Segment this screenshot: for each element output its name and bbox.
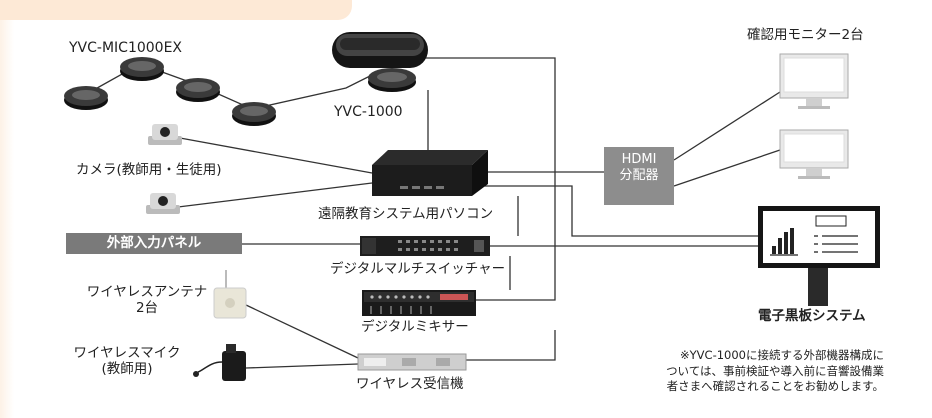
wire-hdmi-monitor1 [673,91,781,161]
antenna-label-line1: ワイヤレスアンテナ [86,284,208,300]
yvc1000-mic-icon [368,68,416,92]
mic-puck-icon [176,78,220,102]
switcher-label: デジタルマルチスイッチャー [330,261,506,277]
pc-label: 遠隔教育システム用パソコン [318,206,494,222]
wireless-mic-icon [193,344,246,381]
camera-icon [146,193,180,214]
mic-puck-icon [120,57,164,81]
wire-mic-receiver [245,363,359,369]
monitor-icon [779,53,849,109]
mixer-icon [362,290,476,316]
footnote-line1: ※YVC-1000に接続する外部機器構成に [680,348,884,362]
monitor-icon [779,129,849,179]
footnote-line2: ついては、事前検証や導入前に音響設備業 [666,363,884,378]
whiteboard-icon [758,206,880,306]
mic-puck-icon [232,102,276,126]
receiver-icon [357,353,467,371]
yvc1000-label: YVC-1000 [334,104,403,120]
monitors-label: 確認用モニター2台 [747,27,864,43]
wire-pc-whiteboard [470,185,758,237]
antenna-label-line2: 2台 [135,299,159,316]
receiver-label: ワイヤレス受信機 [356,376,464,392]
wire-camera1-pc [179,137,373,174]
hdmi-label-line1: HDMI [621,152,657,167]
external-input-panel: 外部入力パネル [66,233,242,254]
pc-icon [372,150,488,196]
camera-label: カメラ(教師用・生徒用) [76,162,222,178]
wire-hdmi-monitor2 [673,149,781,187]
header-tab [0,0,352,20]
switcher-icon [360,236,490,256]
wireless-mic-label-line1: ワイヤレスマイク [73,345,181,361]
wireless-mic-label-line2: (教師用) [101,360,153,377]
wire-receiver-right [466,330,556,361]
footnote: ※YVC-1000に接続する外部機器構成に ついては、事前検証や導入前に音響設備… [666,348,884,395]
mic-ext-label: YVC-MIC1000EX [69,40,183,56]
whiteboard-label: 電子黒板システム [758,308,866,324]
wireless-mic-label: ワイヤレスマイク (教師用) [62,345,192,377]
hdmi-label-line2: 分配器 [619,168,659,184]
hdmi-splitter: HDMI 分配器 [604,147,674,205]
wire-yvc-vertical [420,57,556,301]
mic-pucks [64,57,276,126]
mic-puck-icon [64,86,108,110]
yvc1000-speaker-icon [332,32,428,68]
antenna-icon [213,270,247,319]
camera-icon [148,124,182,145]
wires [89,57,781,369]
footnote-line3: 者さまへ確認されることをお勧めします。 [666,379,884,394]
antenna-label: ワイヤレスアンテナ 2台 [82,284,212,316]
wire-antenna-receiver [245,304,359,359]
mixer-label: デジタルミキサー [361,319,469,335]
wire-camera2-pc [177,182,373,208]
